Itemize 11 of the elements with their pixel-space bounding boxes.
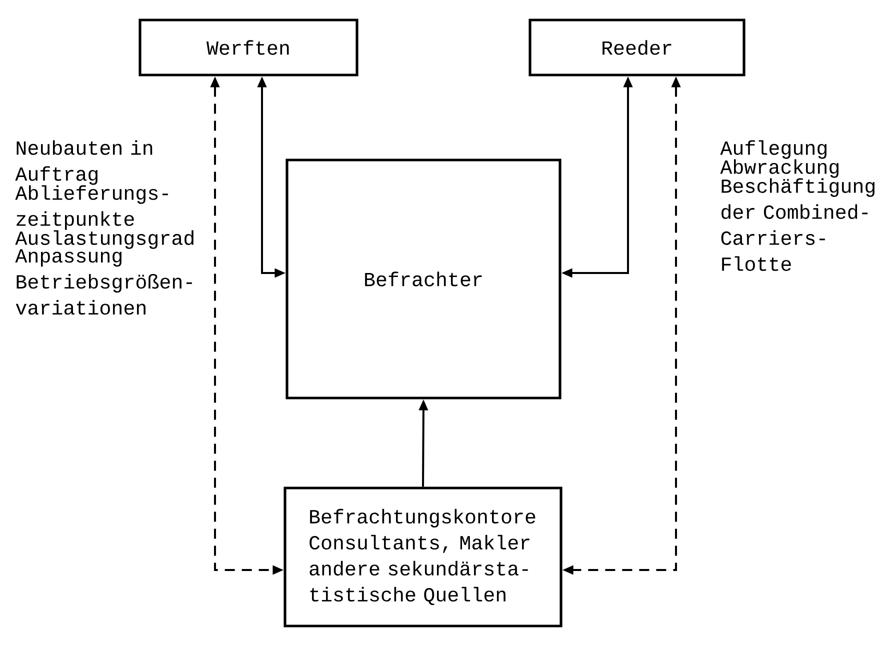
text-box: Befrachtungskontore Consultants, Makler andere sekundärsta- tistische Quellen xyxy=(284,486,562,628)
annotation: Abwrackung xyxy=(720,159,838,178)
annotation: Auslastungsgrad xyxy=(15,230,194,249)
text-box: Werften xyxy=(138,18,358,76)
text-box: Befrachter xyxy=(286,158,562,400)
annotation: Beschäftigung der Combined- Carriers- Flotte xyxy=(721,178,874,271)
annotation: Anpassung Betriebsgrößen- variationen xyxy=(15,249,192,315)
text-box: Reeder xyxy=(528,18,746,76)
annotation: Auflegung xyxy=(720,140,826,159)
annotation: Ablieferungs- zeitpunkte xyxy=(15,185,168,230)
annotation: Neubauten in Auftrag xyxy=(15,140,152,185)
